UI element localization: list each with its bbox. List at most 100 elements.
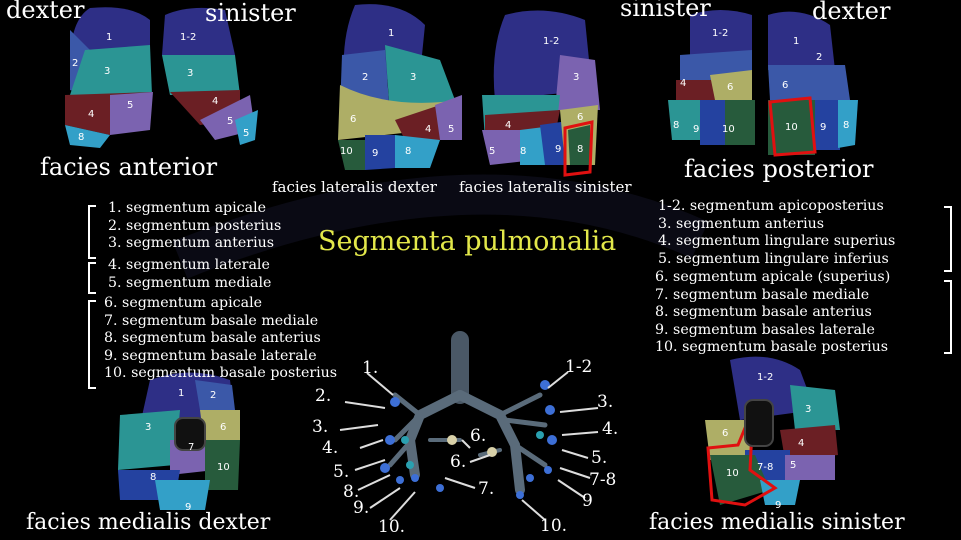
svg-text:4: 4 (680, 78, 686, 89)
svg-text:9: 9 (185, 502, 191, 513)
posterior-left-lung (668, 10, 755, 145)
svg-text:7: 7 (188, 442, 194, 453)
svg-text:10: 10 (722, 124, 735, 135)
caption-facies-anterior: facies anterior (40, 153, 218, 181)
svg-text:8: 8 (150, 472, 156, 483)
svg-text:10: 10 (217, 462, 230, 473)
svg-text:1-2: 1-2 (543, 36, 559, 47)
svg-text:5: 5 (127, 100, 133, 111)
svg-text:6: 6 (782, 80, 788, 91)
list-item: 10. segmentum basale posterius (655, 339, 889, 356)
svg-text:7-8: 7-8 (757, 462, 773, 473)
segment-numbers: 1 2 3 4 5 8 1-2 3 4 5 5 1 2 3 6 4 5 10 9… (72, 28, 849, 513)
bronchus-label: 9 (582, 491, 593, 511)
svg-text:8: 8 (78, 132, 84, 143)
list-item: 5. segmentum lingulare inferius (658, 250, 889, 267)
medial-dexter-lung (118, 372, 240, 510)
bracket-left-lower (944, 280, 952, 354)
list-item: 1-2. segmentum apicoposterius (658, 198, 884, 214)
caption-facies-posterior: facies posterior (684, 155, 874, 183)
list-item: 8. segmentum basale anterius (104, 330, 321, 347)
list-item: 7. segmentum basale mediale (104, 312, 319, 329)
svg-text:8: 8 (673, 120, 679, 131)
bronchus-label: 6. (470, 426, 487, 446)
list-item: 5. segmentum mediale (108, 274, 272, 291)
highlight-seg10-medial (706, 426, 778, 507)
posterior-right-lung (768, 11, 858, 157)
svg-text:3: 3 (573, 72, 579, 83)
anterior-right-lung (65, 7, 153, 148)
svg-text:9: 9 (775, 500, 781, 511)
svg-text:5: 5 (489, 146, 495, 157)
bronchus-label: 2. (315, 386, 332, 406)
bronchus-label: 5. (591, 448, 608, 468)
svg-text:4: 4 (212, 96, 218, 107)
svg-text:1: 1 (106, 32, 112, 43)
list-item: 7. segmentum basale mediale (655, 286, 870, 303)
svg-text:9: 9 (820, 122, 826, 133)
bronchi-leader-lines-left (339, 372, 491, 521)
bronchial-tree (387, 331, 548, 495)
bracket-right-upper (88, 205, 96, 259)
svg-text:4: 4 (798, 438, 804, 449)
svg-text:10: 10 (785, 122, 798, 133)
medial-sinister-lung (705, 356, 840, 507)
svg-text:1-2: 1-2 (757, 372, 773, 383)
anterior-left-lung (162, 7, 258, 145)
bracket-right-lower (88, 300, 96, 389)
bronchus-label: 7. (478, 479, 495, 499)
svg-text:9: 9 (555, 144, 561, 155)
label-anterior-sinister: sinister (205, 0, 296, 27)
list-item: 9. segmentum basales laterale (655, 321, 875, 338)
bronchus-label: 3. (312, 417, 329, 437)
svg-text:3: 3 (145, 422, 151, 433)
page-title: Segmenta pulmonalia (318, 226, 617, 257)
caption-facies-lateralis-dexter: facies lateralis dexter (272, 178, 437, 196)
bronchus-label: 1-2 (565, 357, 593, 377)
label-posterior-sinister: sinister (620, 0, 711, 22)
bronchus-label: 4. (322, 438, 339, 458)
svg-text:5: 5 (790, 460, 796, 471)
svg-text:4: 4 (505, 120, 511, 131)
list-item: 10. segmentum basale posterius (104, 365, 338, 382)
list-right-upper: 1. segmentum apicale 2. segmentum poster… (108, 200, 281, 253)
bronchus-label: 3. (597, 392, 614, 412)
highlight-seg10-posterior (768, 96, 817, 157)
list-item: 3. segmentum anterius (658, 215, 825, 232)
svg-text:6: 6 (220, 422, 226, 433)
highlight-seg10-lateral (563, 120, 594, 177)
svg-text:2: 2 (72, 58, 78, 69)
svg-text:5: 5 (227, 116, 233, 127)
bronchus-label: 8. (343, 482, 360, 502)
bracket-right-middle (88, 262, 96, 294)
list-left-lower: 6. segmentum apicale (superius) 7. segme… (655, 269, 890, 357)
bronchus-label: 7-8 (589, 470, 617, 490)
list-item: 6. segmentum apicale (superius) (655, 269, 891, 285)
lateral-dexter-lung (338, 4, 462, 170)
svg-text:10: 10 (726, 468, 739, 479)
svg-text:6: 6 (350, 114, 356, 125)
lateral-sinister-lung (482, 10, 600, 177)
bronchus-label: 1. (362, 358, 379, 378)
list-item: 6. segmentum apicale (104, 295, 263, 311)
svg-text:3: 3 (104, 66, 110, 77)
bronchus-label: 6. (450, 452, 467, 472)
list-item: 3. segmentum anterius (108, 235, 275, 252)
svg-text:1: 1 (793, 36, 799, 47)
list-item: 4. segmentum laterale (108, 257, 270, 273)
bronchus-label: 10. (540, 516, 568, 536)
svg-text:2: 2 (816, 52, 822, 63)
svg-text:1-2: 1-2 (180, 32, 196, 43)
bracket-left-upper (944, 206, 952, 272)
caption-facies-medialis-dexter: facies medialis dexter (26, 510, 271, 535)
bronchus-label: 9. (353, 498, 370, 518)
svg-text:10: 10 (340, 146, 353, 157)
svg-text:6: 6 (722, 428, 728, 439)
label-anterior-dexter: dexter (6, 0, 85, 24)
svg-text:2: 2 (210, 390, 216, 401)
svg-text:1-2: 1-2 (712, 28, 728, 39)
label-posterior-dexter: dexter (812, 0, 891, 25)
svg-text:5: 5 (243, 128, 249, 139)
svg-text:9: 9 (693, 124, 699, 135)
